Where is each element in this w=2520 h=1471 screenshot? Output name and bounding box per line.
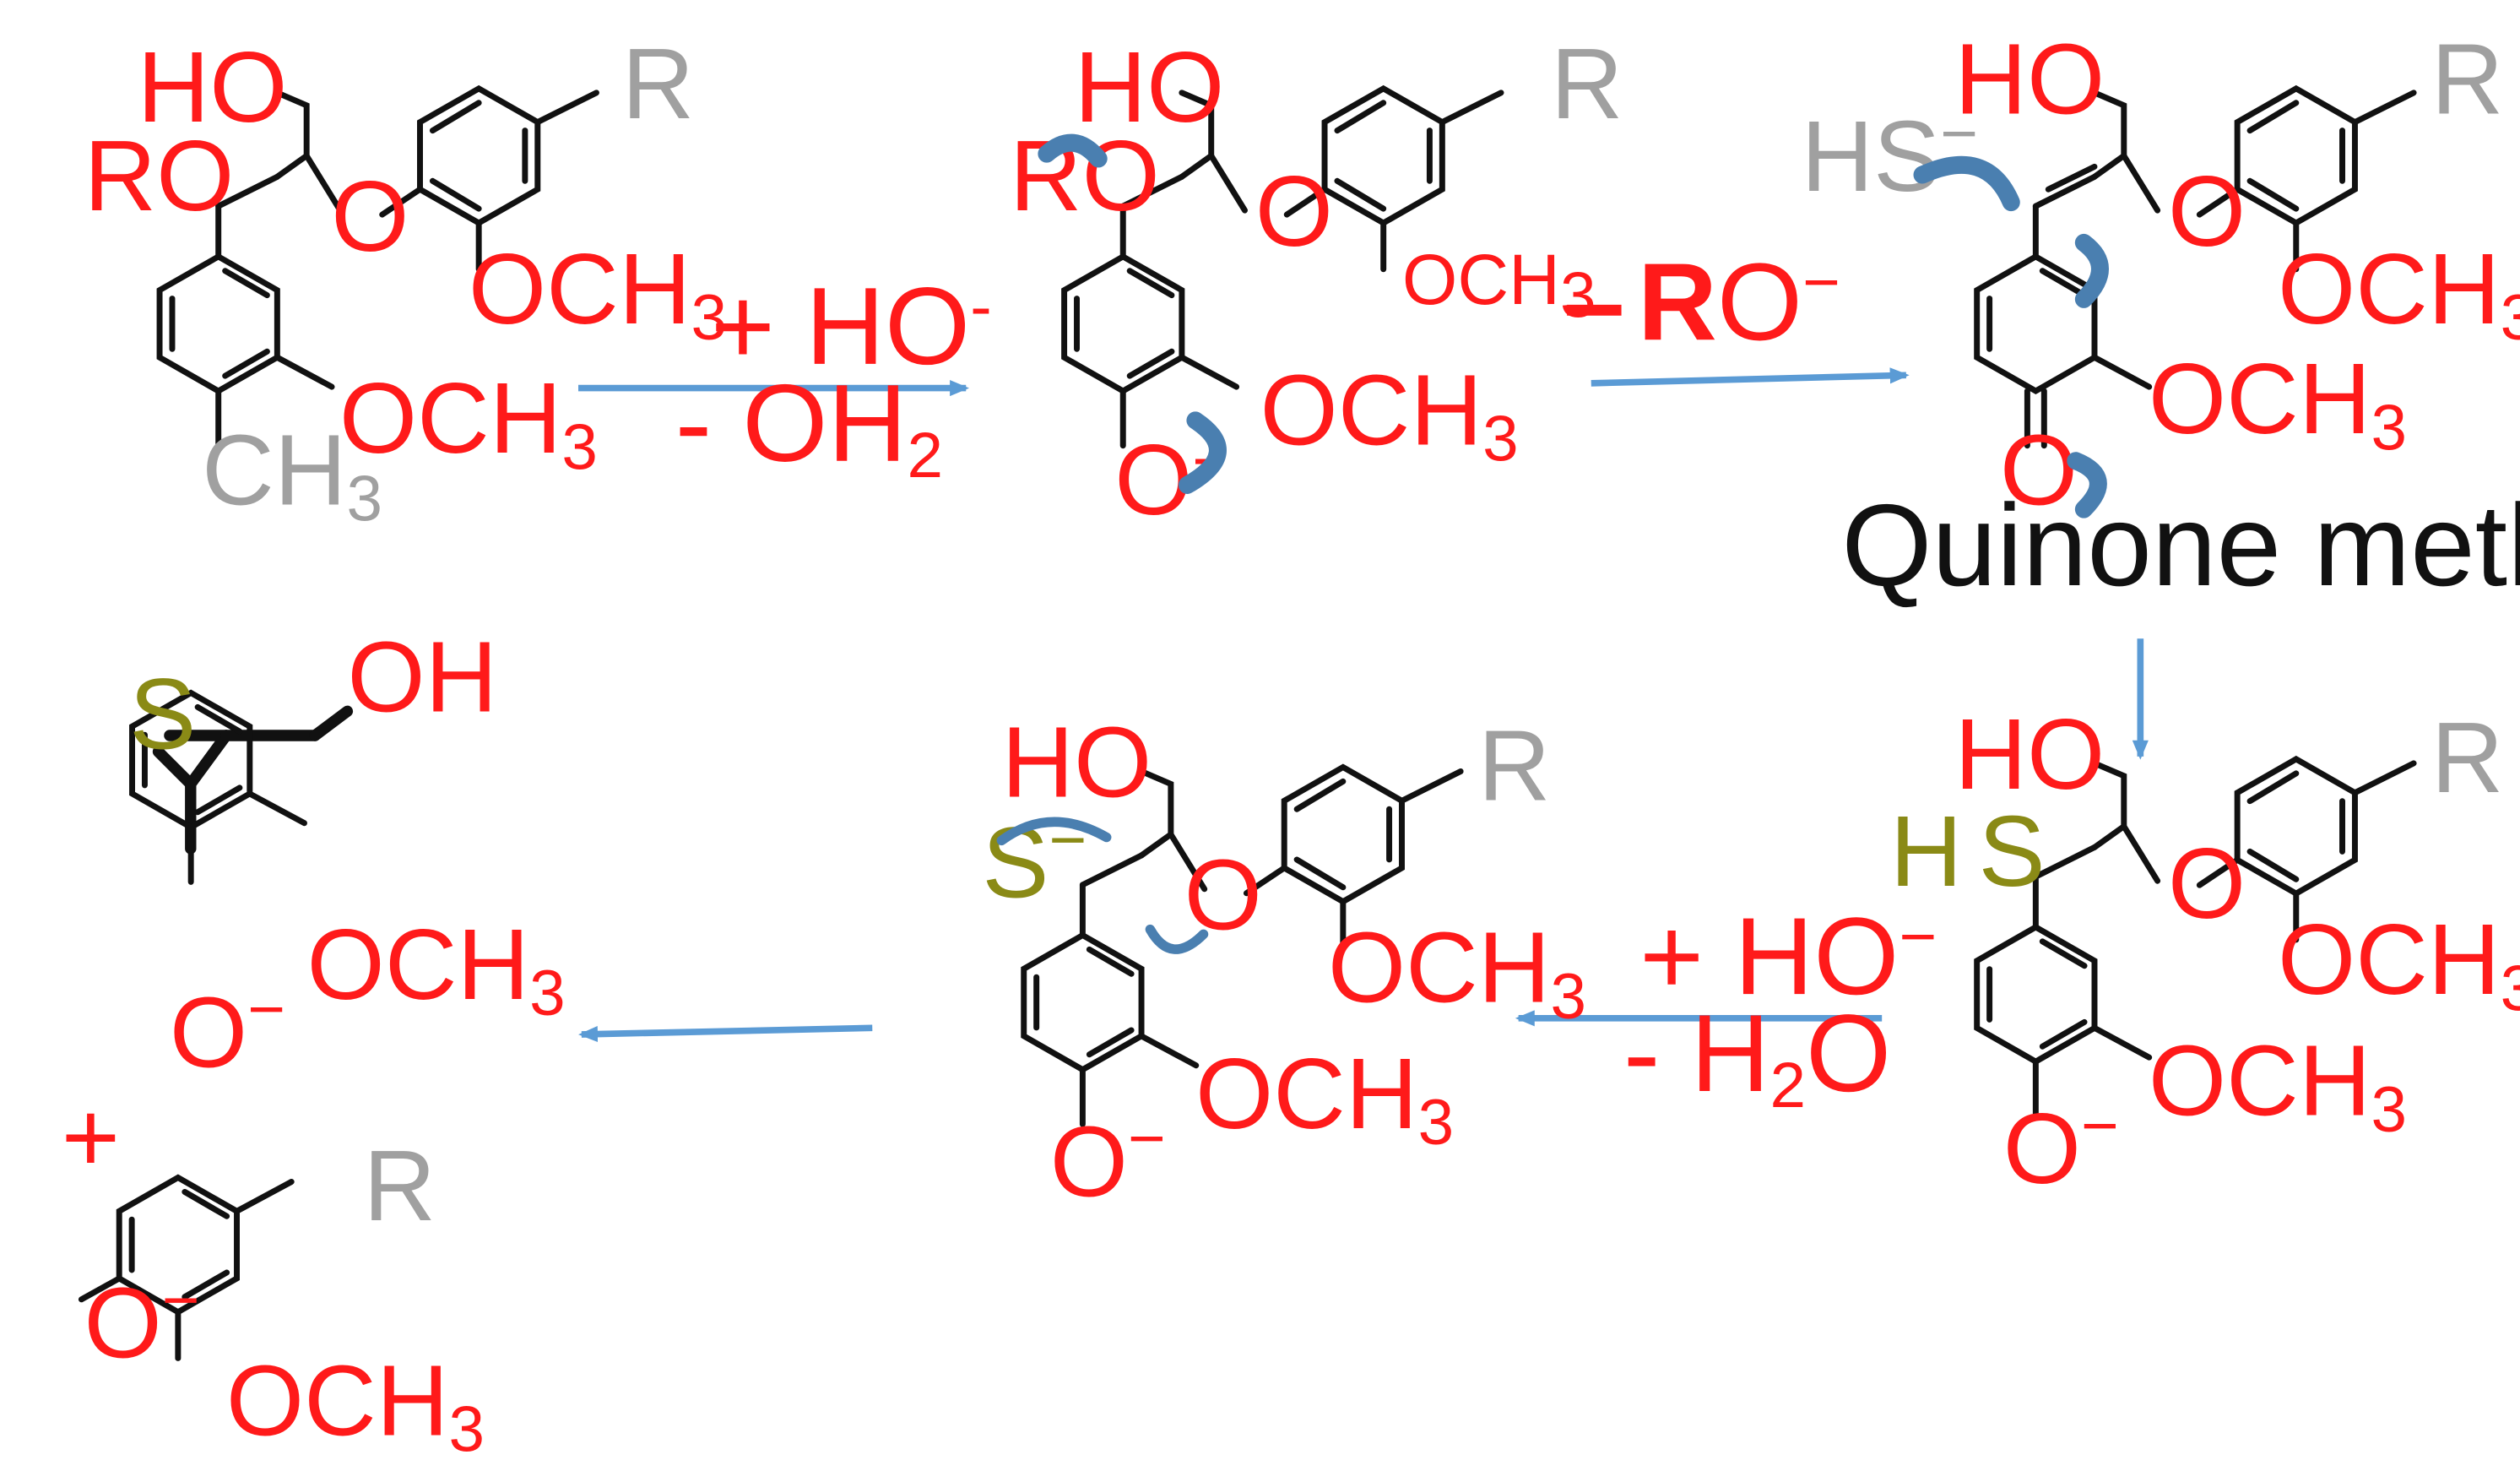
label-phenolate-O: O−	[170, 974, 285, 1088]
curly-arrow-icon	[2067, 452, 2107, 518]
label-HO: HO	[1954, 699, 2105, 811]
label-OCH3-lower: OCH3	[339, 363, 598, 483]
label-HO: HO	[1001, 708, 1152, 819]
molecule-guaiacolate-product: R O− OCH3	[78, 1131, 485, 1466]
molecule-thiirane-product: S OH OCH3 O−	[129, 622, 566, 1088]
plus-sign: +	[62, 1083, 120, 1194]
label-ether-O: O	[1255, 156, 1333, 268]
caption-quinone-methide: Quinone methide	[1841, 480, 2520, 611]
label-phenolate-O: O−	[2003, 1090, 2119, 1205]
label-phenolate-O: O−	[84, 1265, 200, 1380]
label-OCH3-lower: OCH3	[2149, 344, 2407, 464]
label-OCH3-upper: OCH3	[1328, 913, 1586, 1033]
label-OCH3-lower: OCH3	[1195, 1039, 1454, 1159]
reagent-step4-bottom: - H2O	[1623, 991, 1891, 1121]
label-R: R	[2431, 703, 2504, 814]
molecule-quinone-methide: HO HS− O R OCH3 OCH3 O Quinone methide	[1802, 24, 2520, 611]
label-OCH3-lower: OCH3	[2149, 1026, 2407, 1146]
label-OCH3-upper: OCH3	[2278, 234, 2520, 354]
label-HO: HO	[138, 32, 288, 144]
label-R: R	[1551, 29, 1623, 140]
label-OH: OH	[347, 622, 497, 733]
label-OCH3-upper: OCH3	[2278, 904, 2520, 1024]
label-OCH3-upper: OCH3	[1402, 240, 1596, 331]
curly-arrow-icon	[1038, 133, 1108, 168]
reaction-arrow-step2: –RO−	[1563, 240, 1910, 387]
reagent-step4-top: + HO−	[1639, 894, 1937, 1018]
curly-arrow-icon	[1145, 924, 1209, 954]
reagent-step1-top: + HO-	[711, 264, 992, 388]
label-R: R	[364, 1131, 436, 1242]
curly-arrow-icon	[1178, 411, 1227, 494]
label-R: R	[2431, 24, 2504, 135]
molecule-thiolate: HO S− O R OCH3 OCH3 O−	[982, 708, 1586, 1219]
label-RO: RO	[84, 121, 235, 232]
molecule-phenolate: HO RO O R OCH3 OCH3 O-	[1010, 29, 1623, 536]
reaction-arrow-step4: + HO− - H2O	[1515, 894, 1937, 1121]
reagent-step1-bottom: - OH2	[675, 361, 943, 491]
reaction-arrow-step1: + HO- - OH2	[578, 264, 992, 491]
label-ether-O: O	[2168, 156, 2246, 268]
label-HS-nucleophile: HS−	[1802, 98, 1978, 213]
label-HO: HO	[1074, 32, 1224, 144]
label-OCH3: OCH3	[307, 909, 566, 1029]
label-R: R	[622, 29, 695, 140]
label-OCH3-upper: OCH3	[469, 234, 727, 354]
label-HO: HO	[1954, 24, 2105, 135]
curly-arrow-icon	[996, 817, 1112, 846]
molecule-thiol: HO HS O R OCH3 OCH3 O−	[1890, 699, 2520, 1205]
label-OCH3-lower: OCH3	[1260, 356, 1519, 475]
label-ether-O: O	[2168, 828, 2246, 940]
label-OCH3: OCH3	[226, 1346, 485, 1466]
curly-arrow-icon	[1913, 155, 2020, 212]
label-ether-O: O	[1184, 840, 1262, 952]
label-carbonyl-O: O	[2000, 415, 2078, 526]
label-CH3: CH3	[202, 415, 382, 535]
label-phenolate-O: O−	[1050, 1103, 1166, 1218]
reaction-arrow-step5	[578, 1024, 873, 1043]
label-R: R	[1478, 711, 1551, 822]
label-thiirane-S: S	[129, 659, 196, 770]
label-phenolate-O: O-	[1114, 421, 1214, 536]
molecule-starting-material: HO RO O R OCH3 OCH3 CH3	[84, 29, 728, 535]
reagent-step2-top: –RO−	[1563, 240, 1840, 363]
label-ether-O: O	[331, 161, 409, 273]
curly-arrow-icon	[2074, 233, 2109, 308]
